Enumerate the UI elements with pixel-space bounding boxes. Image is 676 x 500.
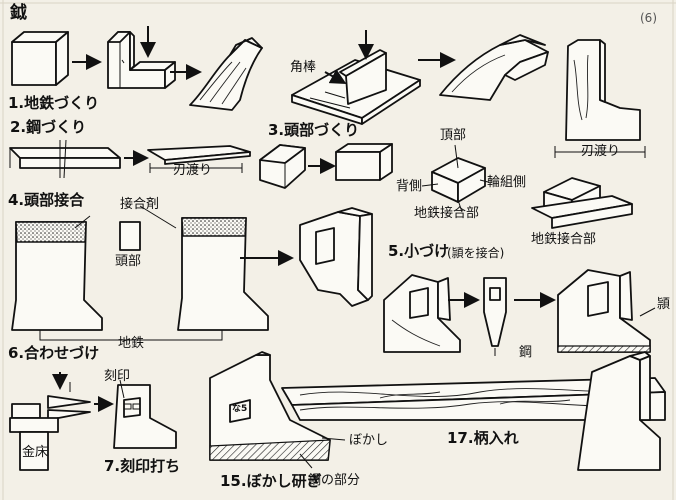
step5-steel-insert [483, 277, 507, 356]
head-block-1 [259, 144, 306, 189]
thin-steel-blade [147, 145, 251, 173]
step5-piece-b [557, 269, 656, 353]
step-7-label: 7.刻印打ち [104, 457, 181, 475]
step5-piece-a [383, 274, 461, 353]
step-3-label: 3.頭部づくり [268, 121, 360, 139]
step1-block [11, 31, 69, 86]
hagane-label: 鋼 [519, 345, 533, 360]
step1-shaped-piece [189, 37, 263, 111]
step-2-label: 2.鋼づくり [10, 118, 87, 136]
segawa-label: 背側 [396, 179, 423, 194]
step7-piece [113, 379, 177, 449]
chobu-label: 頂部 [440, 128, 467, 143]
kakubo-label: 角棒 [290, 60, 317, 75]
head-on-base [531, 177, 633, 229]
step17-handle [281, 377, 666, 421]
setsugozai-piece [119, 221, 141, 251]
step1-bent-piece [107, 31, 176, 89]
jigane-right [177, 217, 269, 331]
head-block-2 [335, 143, 393, 181]
ago-label: 頴 [657, 297, 671, 312]
hagane-no-bubun-label: 鋼の部分 [308, 473, 361, 488]
step-17-label: 17.柄入れ [447, 429, 519, 447]
kanatoko-label: 金床 [22, 445, 49, 460]
diagram-title: 鉞 [10, 3, 27, 23]
step-1-label: 1.地鉄づくり [8, 94, 100, 112]
bokashi-label: ぼかし [349, 433, 389, 448]
hawatari-label-2: 刃渡り [581, 144, 621, 159]
wagumigawa-label: 輪組側 [487, 175, 527, 190]
step-5-note: (頴を接合) [447, 246, 505, 260]
jigane-left [11, 221, 103, 331]
steel-bar [9, 139, 121, 179]
step6-parts [9, 382, 91, 471]
step15-axe-head [209, 351, 346, 469]
page-number: (6) [640, 11, 657, 25]
setsugozai-label: 接合剤 [120, 197, 160, 212]
tall-l-piece [554, 39, 646, 158]
hawatari-label-1: 刃渡り [173, 163, 213, 178]
step-15-label: 15.ぼかし研ぎ [220, 472, 322, 490]
head-block-labeled [421, 144, 489, 213]
step-4-label: 4.頭部接合 [8, 191, 85, 209]
stamp-mark: な5 [232, 404, 248, 414]
jointed-piece [299, 207, 373, 307]
jigane-setsugo-label-2: 地鉄接合部 [531, 232, 597, 247]
jigane-setsugo-label-1: 地鉄接合部 [414, 206, 480, 221]
tobu-label: 頭部 [115, 254, 142, 269]
kokuin-label: 刻印 [104, 369, 131, 384]
jigane-label: 地鉄 [118, 336, 145, 351]
step17-axe-head [577, 351, 661, 471]
kakubo-block [291, 49, 421, 125]
step-5-label: 5.小づけ [388, 242, 450, 260]
step-6-label: 6.合わせづけ [8, 344, 100, 362]
wedge-piece [439, 34, 549, 101]
